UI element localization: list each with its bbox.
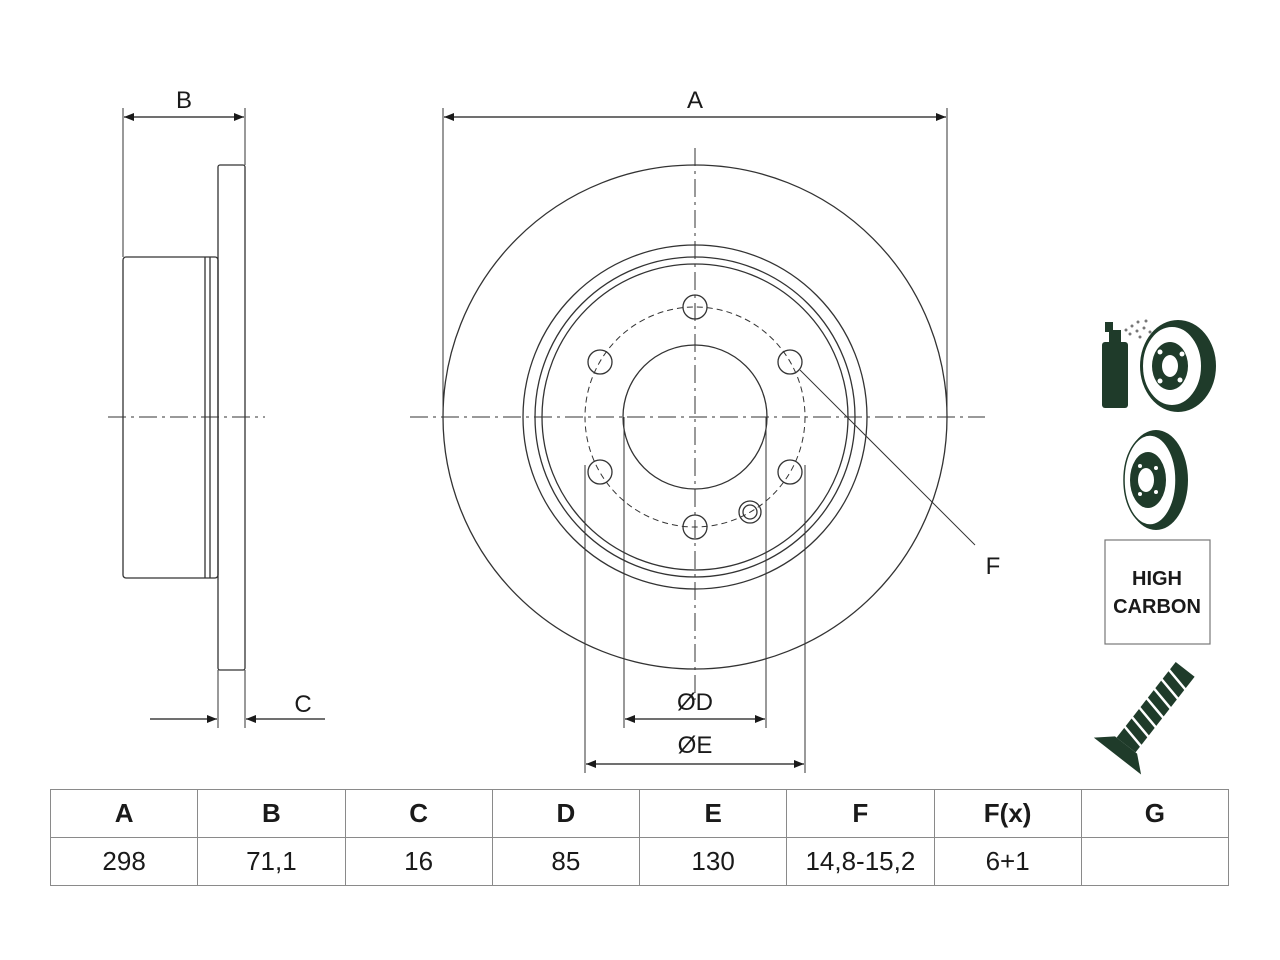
spec-value-c: 16	[344, 837, 493, 886]
spec-header-f: F	[786, 789, 935, 838]
spec-table: A B C D E F F(x) G 298 71,1 16 85 130 14…	[49, 789, 1230, 886]
spec-table-header-row: A B C D E F F(x) G	[49, 789, 1230, 838]
spec-header-e: E	[638, 789, 788, 838]
spec-header-c: C	[344, 789, 493, 838]
spec-value-g	[1080, 837, 1230, 886]
spec-value-b: 71,1	[197, 837, 346, 886]
disc-front-view	[410, 148, 985, 700]
countersunk-screw-icon	[1093, 661, 1195, 775]
spec-value-fx: 6+1	[933, 837, 1082, 886]
spec-header-a: A	[49, 789, 199, 838]
bolt-hole	[587, 349, 613, 375]
dimension-d: ØD	[623, 417, 767, 728]
set-screw-hole	[738, 500, 762, 524]
dimension-b-label: B	[176, 87, 192, 114]
spec-value-a: 298	[49, 837, 199, 886]
spec-header-d: D	[491, 789, 641, 838]
spec-header-g: G	[1080, 789, 1230, 838]
bolt-hole	[777, 459, 803, 485]
disc-side-view	[108, 164, 265, 671]
dimension-b: B	[122, 87, 246, 257]
dimension-a: A	[442, 87, 948, 417]
bolt-hole	[682, 294, 708, 320]
high-carbon-line2: CARBON	[1113, 596, 1201, 618]
dimension-c-label: C	[294, 691, 311, 718]
spec-header-fx: F(x)	[933, 789, 1082, 838]
dimension-f-label: F	[986, 553, 1001, 580]
spec-value-d: 85	[491, 837, 641, 886]
spec-header-b: B	[197, 789, 346, 838]
dimension-d-label: ØD	[677, 689, 713, 716]
dimension-c: C	[150, 670, 325, 728]
set-screw-hole-inner	[742, 504, 758, 520]
bolt-holes	[587, 294, 803, 540]
brake-disc-icon	[1123, 430, 1188, 530]
spec-value-e: 130	[638, 837, 788, 886]
high-carbon-line1: HIGH	[1132, 568, 1182, 590]
bolt-hole	[682, 514, 708, 540]
spec-table-value-row: 298 71,1 16 85 130 14,8-15,2 6+1	[49, 837, 1230, 886]
spray-coated-disc-icon	[1102, 319, 1216, 412]
spec-value-f: 14,8-15,2	[786, 837, 935, 886]
high-carbon-badge: HIGH CARBON	[1104, 539, 1211, 645]
dimension-e-label: ØE	[678, 732, 713, 759]
bolt-hole	[777, 349, 803, 375]
dimension-e: ØE	[584, 465, 806, 773]
dimension-f: F	[799, 369, 1001, 580]
dimension-a-label: A	[687, 87, 703, 114]
bolt-hole	[587, 459, 613, 485]
